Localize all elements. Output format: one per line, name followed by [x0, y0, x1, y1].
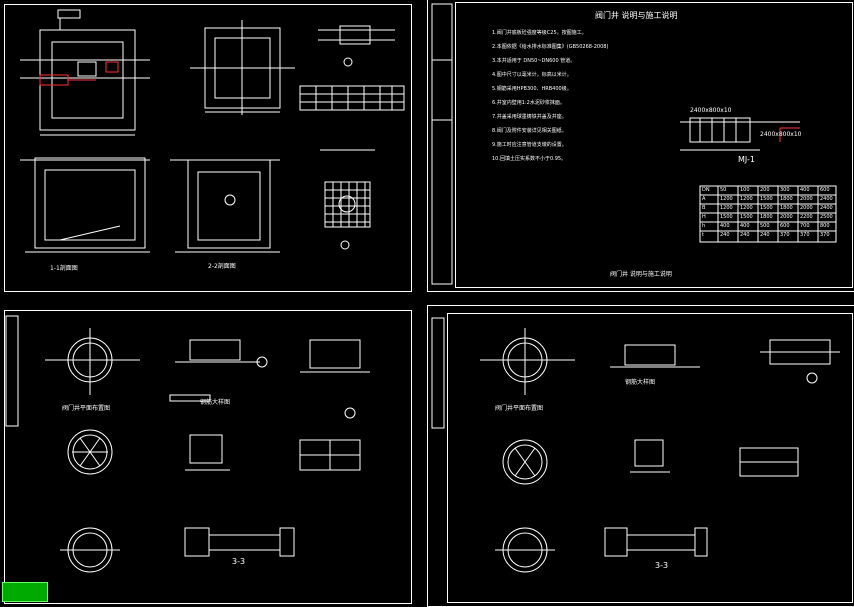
s1-pipe-detail: [318, 25, 395, 67]
s2-note-1: 1.阀门井底板砼强度等级C25，按图施工。: [492, 30, 587, 36]
s2-mj1-label: MJ-1: [738, 155, 755, 164]
s2-table-row: A 1200 1200 1500 1800 2000 2400: [702, 196, 833, 202]
s1-table: [299, 85, 405, 111]
s2-title: 阀门井 说明与施工说明: [595, 11, 678, 20]
s2-note-9: 9.施工时应注意管道支墩的设置。: [492, 142, 567, 148]
s4-detail-4: [739, 447, 799, 477]
s3-section-label: 3-3: [232, 557, 246, 566]
s4-manhole-plan-2: [502, 439, 548, 485]
s2-note-2: 2.本图依据《给水排水标准图集》(GB50268-2008): [492, 44, 609, 50]
s3-manhole-plan-2: [67, 429, 113, 475]
s2-note-4: 4.图中尺寸以毫米计，标高以米计。: [492, 72, 572, 78]
s2-dim-side: 2400x800x10: [760, 131, 802, 138]
s3-detail-1: [169, 339, 268, 402]
s1-section-22: [170, 159, 280, 253]
s4-section-label: 3-3: [655, 561, 669, 570]
s4-det-label: 钢筋大样图: [625, 379, 656, 386]
s3-detail-3: [185, 434, 230, 471]
s3-plan-label: 阀门井平面布置图: [62, 405, 111, 412]
s1-elevation-drawing: [20, 9, 150, 136]
s3-manhole-plan-3: [60, 527, 120, 573]
status-indicator: [2, 582, 48, 602]
s3-manhole-plan-1: [45, 328, 140, 395]
s1-section-22-label: 2-2剖面图: [208, 263, 236, 270]
s2-note-3: 3.本井适用于 DN50~DN600 管道。: [492, 58, 576, 64]
sheet-4-title-strip: [431, 317, 445, 429]
s1-section-11-label: 1-1剖面图: [50, 265, 78, 272]
s4-pipe-section: [604, 527, 708, 557]
s2-note-6: 6.井室内壁用1:2水泥砂浆抹面。: [492, 100, 565, 106]
s2-dimension-table: [699, 185, 837, 243]
s2-note-7: 7.井盖采用球墨铸铁井盖及井座。: [492, 114, 567, 120]
s1-red-pipe: [39, 74, 96, 86]
s4-detail-3: [630, 439, 670, 473]
s2-table-row: h 400 400 500 600 700 800: [702, 223, 830, 229]
s1-section-11: [20, 157, 150, 253]
s1-plan-drawing: [190, 20, 295, 115]
s3-det-label: 钢筋大样图: [200, 399, 231, 406]
sheet-1-border: [4, 4, 412, 292]
s2-table-row: DN 50 100 200 300 400 600: [702, 187, 830, 193]
s4-detail-1: [610, 344, 700, 368]
s2-note-8: 8.阀门及附件安装详见相关图纸。: [492, 128, 567, 134]
s3-detail-2: [300, 339, 370, 419]
s4-plan-label: 阀门井平面布置图: [495, 405, 544, 412]
s3-detail-4: [299, 439, 361, 471]
sheet-2-inner-frame: [455, 2, 853, 288]
sheet-3-title-strip: [5, 315, 19, 427]
s2-table-text: DN 50 100 200 300 400 600 A 1200 1200 15…: [700, 187, 836, 241]
s2-note-10: 10.回填土压实系数不小于0.95。: [492, 156, 567, 162]
s2-table-row: t 240 240 240 370 370 370: [702, 232, 830, 238]
s4-detail-2: [760, 339, 840, 384]
s1-rebar-mesh: [320, 149, 375, 250]
s4-manhole-plan-3: [495, 527, 555, 573]
s2-dim-top: 2400x800x10: [690, 107, 732, 114]
s4-manhole-plan-1: [480, 328, 575, 395]
sheet-2-title-strip: [431, 3, 453, 285]
s2-footer: 阀门井 说明与施工说明: [610, 271, 672, 278]
s2-table-row: B 1200 1200 1500 1800 2000 2400: [702, 205, 833, 211]
s2-mj1-detail: [680, 117, 800, 151]
s2-note-5: 5.钢筋采用HPB300、HRB400级。: [492, 86, 572, 92]
s2-table-row: H 1500 1500 1800 2000 2200 2500: [702, 214, 833, 220]
s3-pipe-section: [184, 527, 295, 557]
sheet-2-border: [427, 0, 854, 292]
